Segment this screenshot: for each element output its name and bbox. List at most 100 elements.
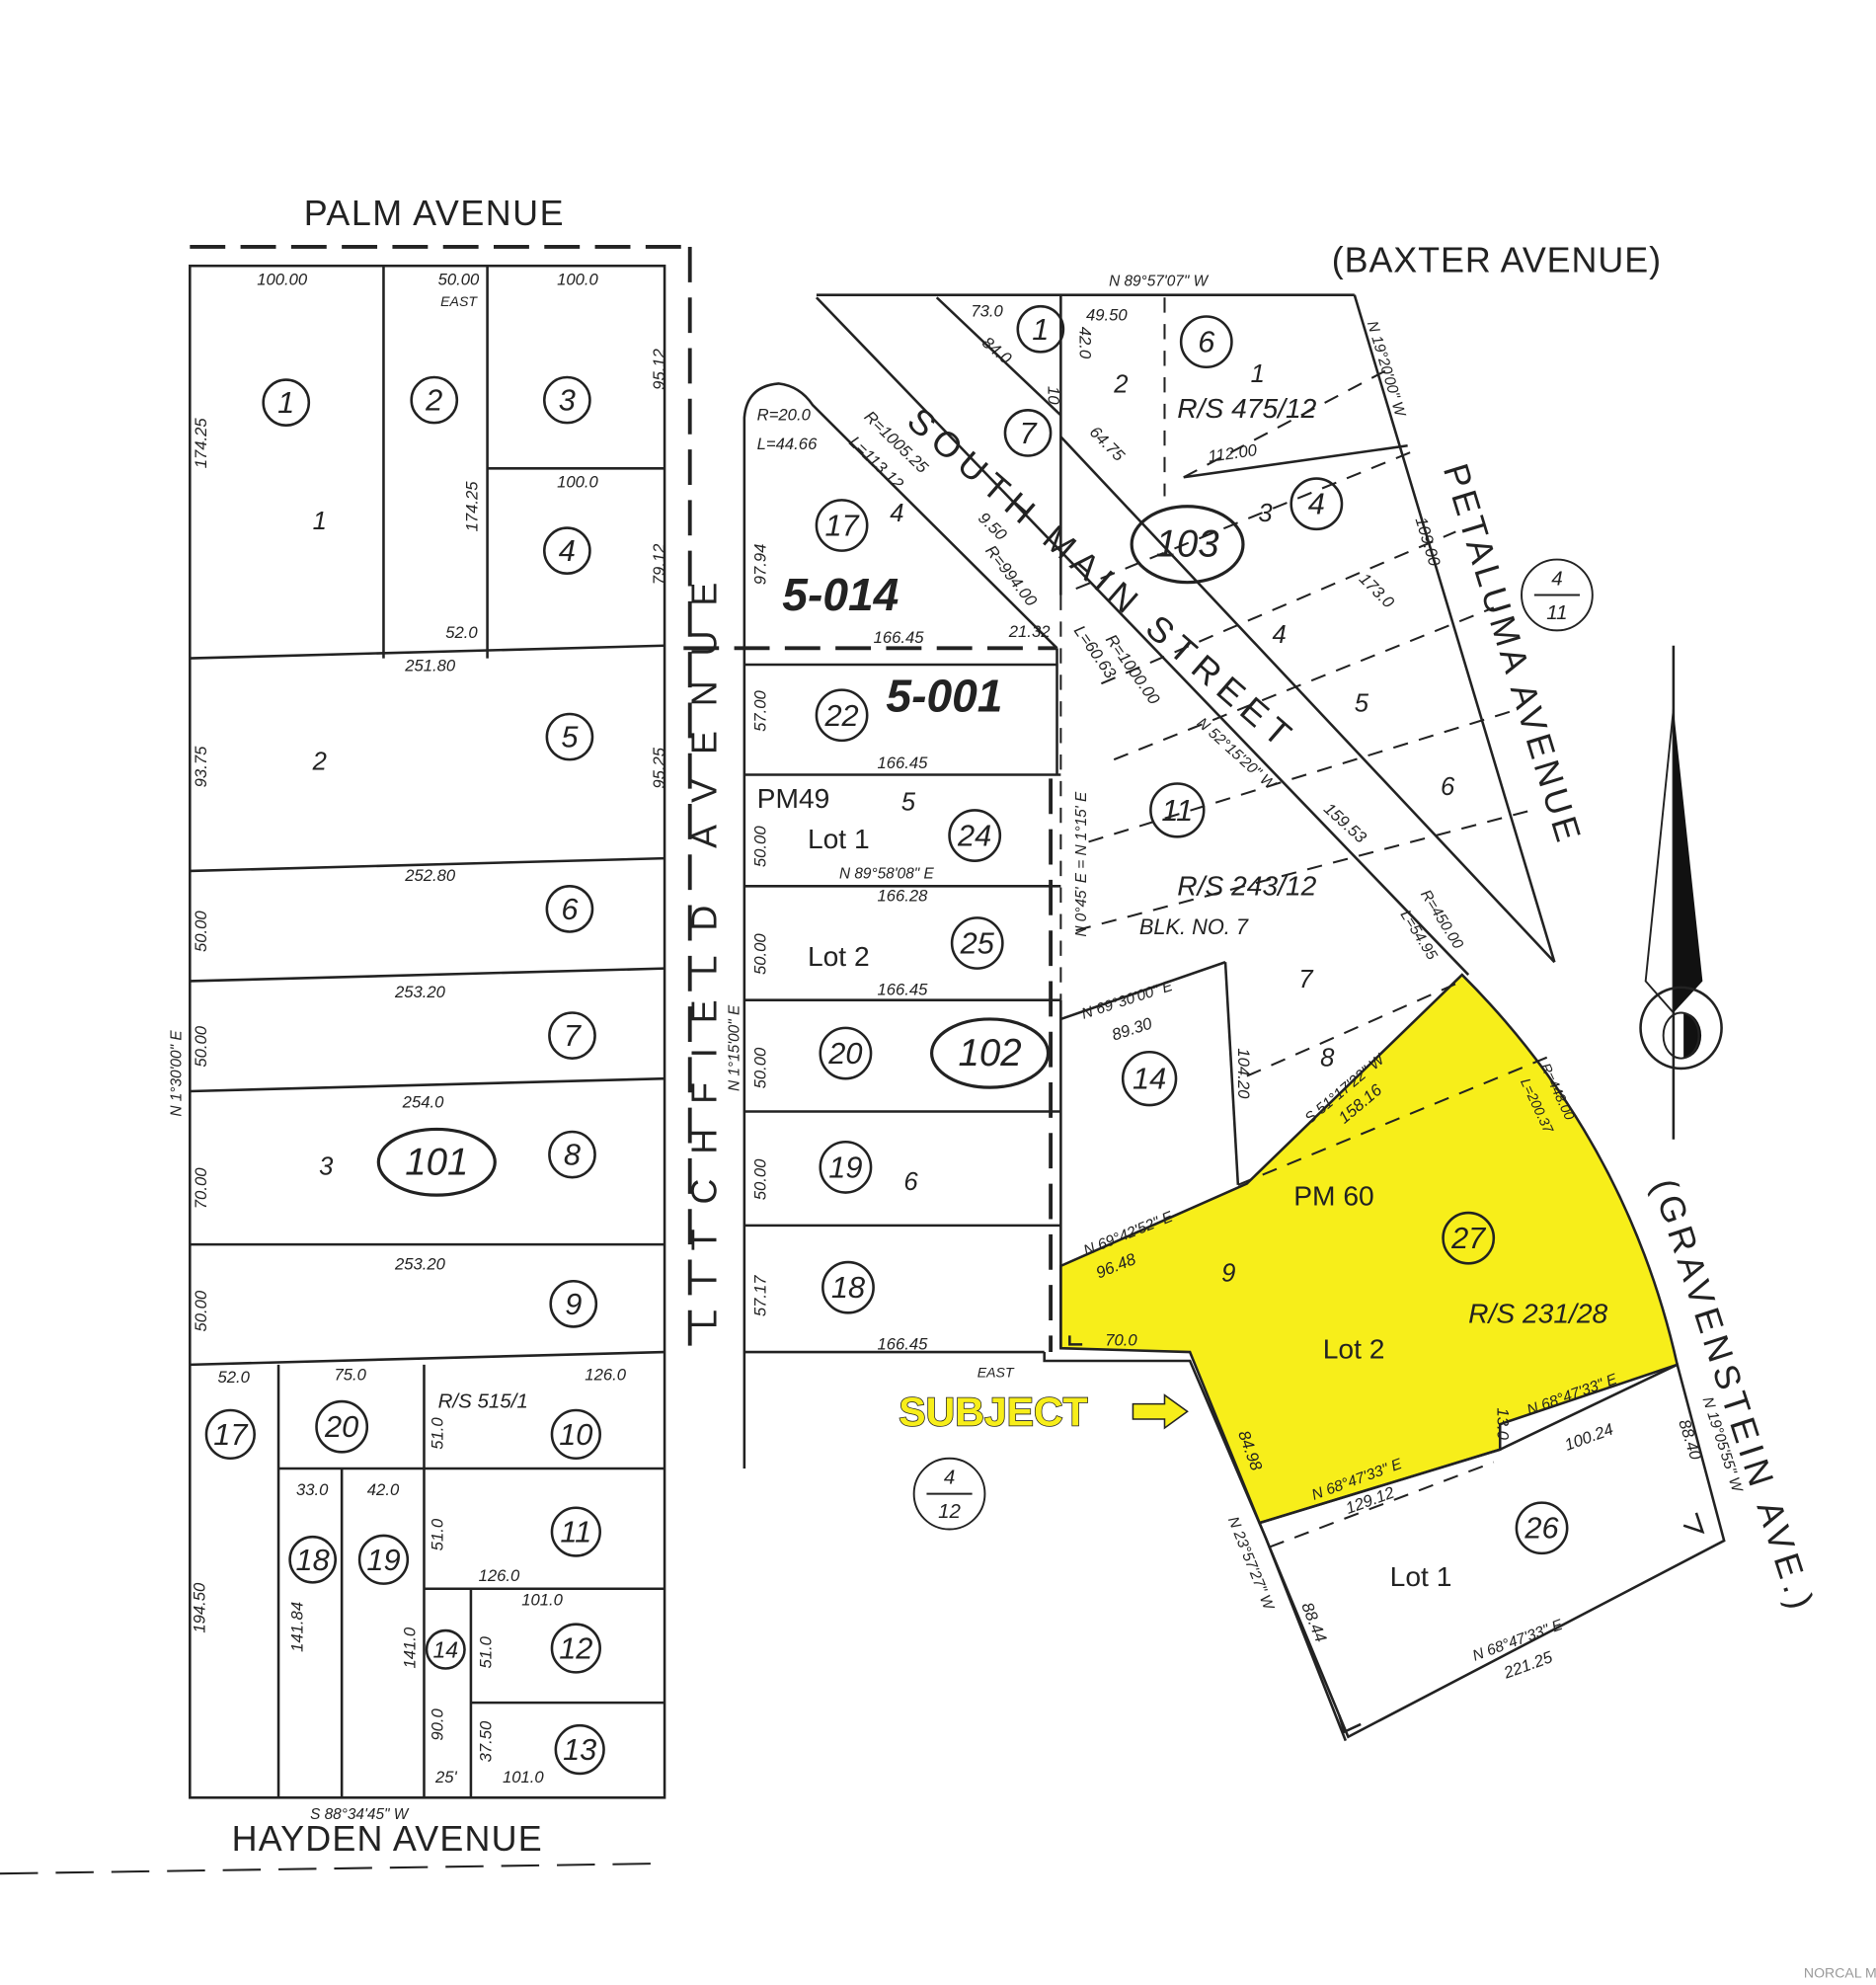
parcel-circle: 5 [545,712,594,761]
dimension: 100.0 [557,270,598,288]
lot-label: Lot 2 [1323,1332,1385,1364]
parcel-number: 6 [561,892,579,926]
dimension: 101.0 [503,1768,544,1786]
dimension: 21.32 [1008,622,1051,641]
lot-label: 9 [1221,1259,1235,1287]
lot-label: 7 [1298,966,1314,993]
parcel-number: 13 [563,1732,596,1767]
parcel-number: 4 [1308,487,1325,521]
dimension: 93.75 [192,746,210,787]
parcel-circle: 19 [819,1140,873,1194]
watermark: NORCAL MLS [1804,1964,1876,1980]
parcel-circle: 6 [1179,315,1233,369]
parcel-number: 14 [1133,1062,1166,1096]
dimension: R=20.0 [757,406,812,425]
dimension: 141.84 [287,1602,306,1652]
block-number: 103 [1155,523,1219,566]
parcel-number: 12 [559,1631,592,1666]
parcel-circle: 4 [1290,477,1344,531]
parcel-number: 9 [565,1287,582,1321]
parcel-number: 4 [559,533,576,568]
parcel-number: 19 [828,1150,862,1184]
parcel-circle: 11 [550,1506,601,1557]
dimension: 141.0 [401,1627,420,1668]
parcel-number: 11 [1161,793,1193,828]
parcel-circle: 1 [262,378,311,427]
dimension: 166.45 [877,1334,928,1353]
dimension: 42.0 [1076,327,1095,359]
lot-label: 4 [1272,621,1286,649]
street-baxter-avenue: (BAXTER AVENUE) [1332,241,1661,280]
dimension: 253.20 [394,983,446,1001]
parcel-number: 7 [1019,416,1038,450]
dimension: 166.45 [877,754,928,772]
dimension: 10 [1045,386,1063,405]
dimension: S 88°34'45" W [310,1806,410,1823]
dimension: 75.0 [334,1365,366,1384]
lot-label: 2 [1113,370,1128,398]
dimension: L=44.66 [757,435,818,453]
parcel-circle: 13 [554,1723,605,1776]
record-survey-label: R/S 243/12 [1177,869,1316,901]
dimension: 95.12 [650,348,668,389]
record-survey-label: R/S 515/1 [438,1390,528,1412]
parcel-map-label: PM49 [757,782,830,814]
parcel-number: 1 [1032,312,1049,347]
lot-label: 5 [901,788,916,816]
dimension: 166.45 [877,981,928,999]
parcel-number: 20 [827,1036,862,1071]
lot-label: 6 [903,1168,918,1196]
book-page-5-001: 5-001 [886,670,1002,721]
lot-label: Lot 1 [808,823,870,854]
middle-block-lines [683,382,1348,1742]
parcel-number: 11 [560,1515,591,1549]
parcel-circle: 19 [357,1534,410,1585]
parcel-number: 14 [432,1636,458,1662]
dimension: 50.00 [192,1025,210,1067]
dimension: 51.0 [429,1417,447,1450]
dimension: 174.25 [192,418,210,469]
dimension: 13.0 [1494,1407,1513,1440]
parcel-number: 7 [564,1018,583,1053]
dimension: 100.00 [257,270,308,288]
parcel-number: 19 [366,1543,400,1577]
parcel-number: 2 [425,383,442,418]
book-page-5-014: 5-014 [782,569,899,620]
dimension: 166.45 [874,628,925,647]
block-number: 102 [958,1032,1021,1074]
dimension: EAST [977,1365,1015,1381]
dimension: N 89°57'07" W [1109,274,1209,290]
parcel-number: 5 [561,720,579,754]
parcel-circle: 9 [549,1279,598,1328]
parcel-circle-subject: 27 [1442,1211,1496,1265]
map-ref-page: 4 [944,1466,955,1488]
parcel-circle: 1 [1016,304,1065,354]
dimension: 51.0 [476,1635,495,1668]
dimension: 252.80 [404,866,456,885]
dimension: 166.28 [877,887,928,906]
parcel-circle: 11 [1149,782,1206,838]
map-reference-4-12: 4 12 [912,1457,986,1531]
dimension: 50.00 [192,1290,210,1331]
north-arrow-icon [1639,645,1723,1140]
parcel-circle: 20 [819,1026,873,1080]
arrow-right-icon [1132,1393,1189,1430]
parcel-circle: 6 [545,885,594,933]
parcel-number: 25 [960,926,995,961]
dimension: 95.25 [650,747,668,788]
right-parcel-numbers: 1 6 7 4 11 14 27 26 103 [1003,304,1569,1555]
dimension: 50.00 [751,1047,770,1088]
dimension: 254.0 [402,1093,444,1112]
dimension: 50.00 [438,270,480,288]
dimension: 174.25 [462,481,481,532]
parcel-circle: 17 [204,1408,256,1461]
parcel-circle: 7 [548,1011,596,1060]
parcel-circle: 12 [550,1623,601,1674]
lot-label: 3 [1258,500,1273,527]
parcel-circle: 7 [1003,409,1053,457]
lot-label: 2 [312,748,327,775]
middle-parcel-numbers: 17 22 24 25 20 19 18 102 5-014 5-001 [782,499,1051,1314]
parcel-number: 10 [559,1417,592,1452]
dimension: 90.0 [429,1707,447,1740]
left-dimensions: 100.00 50.00 EAST 100.0 174.25 174.25 95… [168,270,668,1823]
